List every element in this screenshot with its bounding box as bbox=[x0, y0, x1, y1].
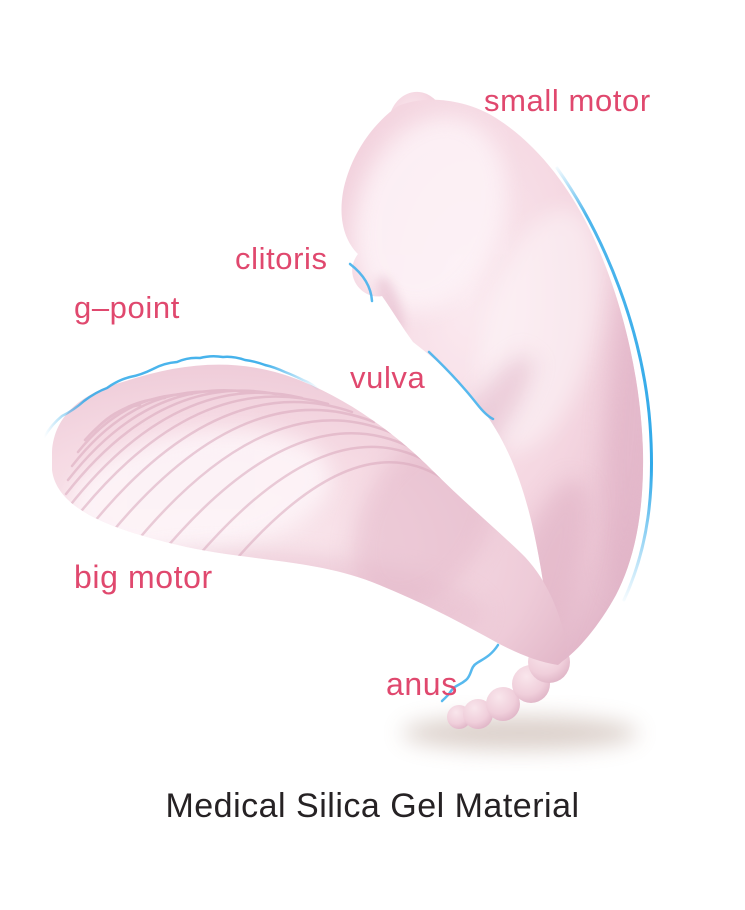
anus-wave-icon bbox=[440, 643, 500, 703]
label-clitoris: clitoris bbox=[235, 241, 328, 276]
label-g-point: g–point bbox=[74, 290, 180, 325]
label-small-motor: small motor bbox=[484, 83, 651, 118]
label-big-motor: big motor bbox=[74, 559, 213, 595]
label-anus: anus bbox=[386, 666, 458, 702]
ground-shadow bbox=[402, 716, 638, 750]
material-caption: Medical Silica Gel Material bbox=[165, 787, 580, 825]
small-motor-wave-icon bbox=[555, 166, 654, 602]
ridge-texture bbox=[64, 389, 444, 578]
clitoris-wave-icon bbox=[348, 262, 374, 303]
label-vulva: vulva bbox=[350, 360, 426, 395]
g-point-wave-icon bbox=[42, 354, 320, 439]
anal-beads-tail bbox=[447, 641, 570, 729]
vulva-wave-icon bbox=[427, 350, 495, 421]
